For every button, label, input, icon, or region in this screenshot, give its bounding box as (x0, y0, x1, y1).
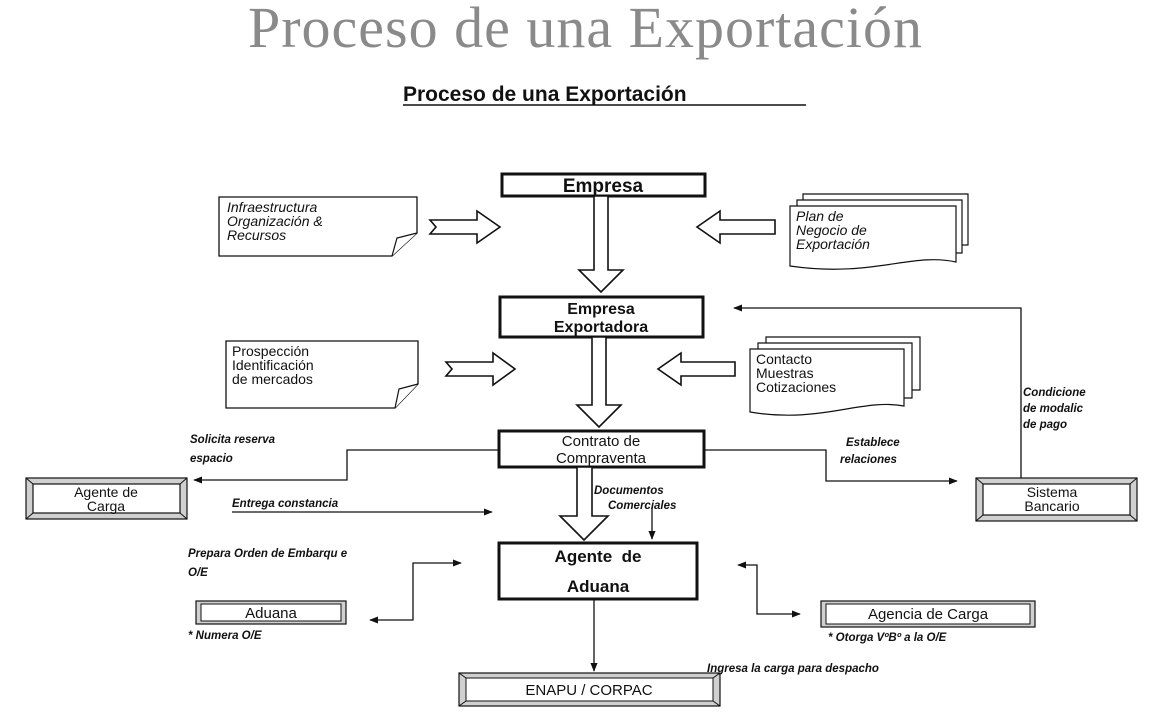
label-establece-line1: Establece (846, 437, 900, 449)
box-contrato-compraventa: Contrato de Compraventa (497, 429, 706, 469)
diagram-heading: Proceso de una Exportación (403, 83, 687, 106)
box-agente-carga-line2: Carga (87, 498, 125, 514)
block-arrow-prospeccion (444, 351, 517, 387)
note-plan-negocio-line2: Negocio de (796, 222, 867, 238)
note-prospeccion-line1: Prospección (232, 343, 309, 359)
box-sistema-bancario-line2: Bancario (1024, 498, 1079, 514)
arrow-agente-aduana-agencia (737, 561, 801, 618)
label-prepara-orden-line1: Prepara Orden de Embarqu e (188, 548, 348, 560)
note-infraestructura-line1: Infraestructura (227, 199, 317, 215)
box-agente-aduana-line2: Aduana (567, 577, 630, 596)
box-empresa-exportadora: Empresa Exportadora (498, 295, 705, 339)
label-entrega-constancia: Entrega constancia (232, 498, 339, 510)
box-agente-aduana: Agente de Aduana (497, 541, 699, 601)
label-solicita-reserva-line2: espacio (190, 453, 233, 465)
note-plan-negocio: Plan de Negocio de Exportación (789, 193, 969, 270)
box-aduana-label: Aduana (245, 605, 297, 622)
box-sistema-bancario-line1: Sistema (1027, 484, 1078, 500)
note-contacto-line1: Contacto (756, 351, 812, 367)
box-agente-carga-line1: Agente de (74, 484, 138, 500)
box-empresa-exportadora-line1: Empresa (567, 301, 635, 318)
block-arrow-infraestructura (428, 209, 502, 245)
block-arrow-contrato-to-agente (558, 466, 610, 542)
label-otorga-vb: * Otorga VºBº a la O/E (828, 632, 947, 644)
slide-title: Proceso de una Exportación (247, 0, 924, 60)
note-infraestructura: Infraestructura Organización & Recursos (218, 196, 418, 257)
note-prospeccion: Prospección Identificación de mercados (225, 340, 419, 409)
arrow-contrato-to-agente-carga (193, 449, 499, 484)
block-arrow-plan-negocio (695, 209, 776, 245)
box-empresa-label: Empresa (563, 176, 644, 197)
box-contrato-line1: Contrato de (562, 433, 640, 450)
label-numera-oe: * Numera O/E (188, 630, 262, 642)
label-documentos-line2: Comerciales (608, 500, 676, 512)
note-prospeccion-line3: de mercados (232, 371, 313, 387)
arrow-bancario-to-exportadora (733, 304, 1022, 478)
box-agencia-carga: Agencia de Carga (820, 600, 1036, 628)
box-agente-aduana-line1: Agente de (555, 547, 642, 566)
box-enapu-label: ENAPU / CORPAC (525, 682, 652, 699)
note-contacto: Contacto Muestras Cotizaciones (749, 336, 921, 416)
box-empresa-exportadora-line2: Exportadora (554, 319, 648, 336)
box-contrato-line2: Compraventa (556, 450, 647, 467)
label-condiciones-line3: de pago (1023, 419, 1067, 431)
box-sistema-bancario: Sistema Bancario (975, 477, 1138, 522)
label-ingresa-carga: Ingresa la carga para despacho (707, 663, 879, 675)
note-infraestructura-line2: Organización & (227, 213, 323, 229)
label-solicita-reserva-line1: Solicita reserva (190, 434, 276, 446)
block-arrow-empresa-to-exportadora (577, 195, 625, 294)
label-condiciones-line2: de modalic (1023, 403, 1084, 415)
arrow-contrato-to-bancario (704, 449, 958, 485)
label-condiciones-line1: Condicione (1023, 387, 1086, 399)
block-arrow-contacto (656, 351, 736, 387)
box-empresa: Empresa (500, 172, 707, 198)
label-prepara-orden-line2: O/E (188, 567, 208, 579)
note-infraestructura-line3: Recursos (227, 227, 286, 243)
note-contacto-line2: Muestras (756, 365, 814, 381)
box-agencia-carga-label: Agencia de Carga (868, 606, 989, 623)
box-agente-carga: Agente de Carga (25, 477, 188, 520)
note-plan-negocio-line3: Exportación (796, 236, 870, 252)
arrow-agente-aduana-aduana (369, 559, 462, 624)
label-documentos-line1: Documentos (594, 485, 664, 497)
note-plan-negocio-line1: Plan de (796, 208, 844, 224)
note-prospeccion-line2: Identificación (232, 357, 314, 373)
note-contacto-line3: Cotizaciones (756, 379, 836, 395)
box-aduana: Aduana (195, 600, 347, 625)
box-enapu-corpac: ENAPU / CORPAC (458, 672, 721, 707)
label-establece-line2: relaciones (840, 454, 897, 466)
block-arrow-exportadora-to-contrato (575, 336, 623, 429)
